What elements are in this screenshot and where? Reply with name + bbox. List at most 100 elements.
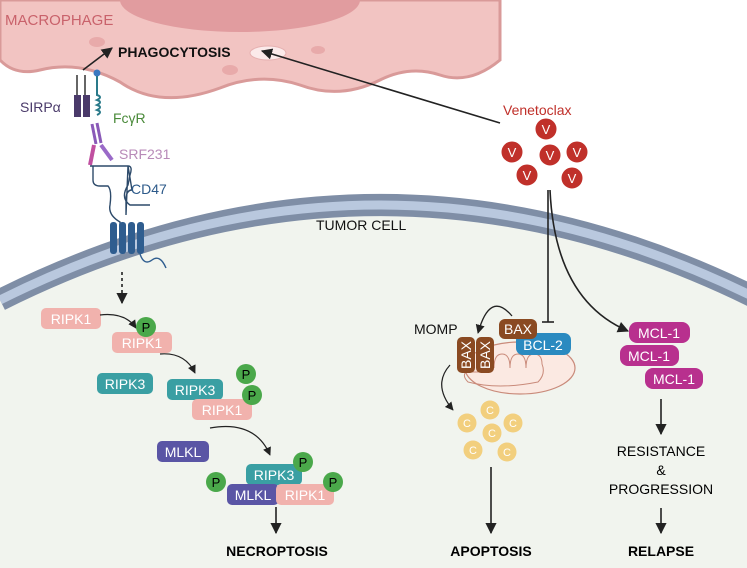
svg-text:RIPK3: RIPK3 (105, 376, 146, 392)
venetoclax-icon: V (560, 166, 584, 190)
svg-text:BCL-2: BCL-2 (523, 337, 563, 353)
phospho-icon: P (242, 385, 262, 405)
svg-text:MCL-1: MCL-1 (653, 371, 695, 387)
svg-text:C: C (463, 418, 471, 430)
tumor-cell-body (0, 205, 747, 568)
vesicle (311, 46, 325, 54)
svg-text:RIPK1: RIPK1 (51, 311, 92, 327)
svg-text:MCL-1: MCL-1 (628, 348, 670, 364)
phospho-icon: P (236, 364, 256, 384)
svg-text:RIPK3: RIPK3 (254, 467, 295, 483)
svg-text:P: P (248, 388, 257, 403)
svg-text:P: P (299, 455, 308, 470)
ripk3-box: RIPK3 (167, 379, 223, 400)
arrow (99, 313, 137, 329)
svg-text:RIPK1: RIPK1 (202, 402, 243, 418)
fcgr-label: FcγR (113, 110, 146, 126)
venetoclax-molecules: V V V V V V (500, 117, 589, 190)
svg-text:P: P (212, 475, 221, 490)
venetoclax-icon: V (500, 140, 524, 164)
phospho-icon: P (323, 472, 343, 492)
svg-text:C: C (509, 418, 517, 430)
necroptosis-label: NECROPTOSIS (226, 543, 328, 559)
cytochrome-c-icon: C (480, 400, 500, 420)
svg-text:C: C (469, 445, 477, 457)
momp-label: MOMP (414, 321, 458, 337)
cd47-loop (90, 165, 150, 206)
svg-text:V: V (508, 145, 517, 160)
svg-text:C: C (488, 428, 496, 440)
membrane-inner (0, 200, 747, 305)
svg-text:P: P (142, 320, 151, 335)
arrow-cytc-release (441, 364, 454, 411)
progression-label: PROGRESSION (609, 481, 713, 497)
svg-text:BAX: BAX (458, 340, 474, 369)
cd47-label: CD47 (131, 181, 167, 197)
svg-text:RIPK1: RIPK1 (285, 487, 326, 503)
bax-box: BAX (476, 337, 494, 373)
svg-text:MLKL: MLKL (165, 444, 202, 460)
ampersand-label: & (656, 462, 666, 478)
svg-text:V: V (546, 148, 555, 163)
relapse-label: RELAPSE (628, 543, 694, 559)
tumor-cell-label: TUMOR CELL (316, 217, 406, 233)
srf231-label: SRF231 (119, 146, 171, 162)
arrow (159, 353, 196, 374)
mcl1-box: MCL-1 (629, 322, 690, 343)
svg-text:MCL-1: MCL-1 (638, 325, 680, 341)
cytochrome-c-group: C C C C C C (457, 400, 523, 462)
venetoclax-icon: V (538, 143, 562, 167)
mcl1-box: MCL-1 (620, 345, 679, 366)
apoptosis-label: APOPTOSIS (450, 543, 531, 559)
phospho-icon: P (293, 452, 313, 472)
vesicle (222, 65, 238, 75)
cd47-transmembrane-icon (110, 222, 167, 269)
phospho-icon: P (136, 317, 156, 337)
phagocytosis-label: PHAGOCYTOSIS (118, 44, 231, 60)
cytochrome-c-icon: C (457, 413, 477, 433)
srf231-antibody-icon (88, 122, 114, 166)
svg-text:P: P (329, 475, 338, 490)
cytochrome-c-icon: C (463, 440, 483, 460)
mlkl-box: MLKL (227, 484, 279, 505)
svg-text:V: V (542, 122, 551, 137)
ripk1-box: RIPK1 (192, 399, 252, 420)
svg-text:RIPK3: RIPK3 (175, 382, 216, 398)
svg-text:C: C (486, 405, 494, 417)
svg-text:RIPK1: RIPK1 (122, 335, 163, 351)
svg-text:V: V (568, 171, 577, 186)
bax-box: BAX (457, 337, 475, 373)
ripk3-box: RIPK3 (97, 373, 153, 394)
fcgr-receptor-icon (93, 69, 101, 116)
mcl1-box: MCL-1 (645, 368, 703, 389)
venetoclax-icon: V (565, 140, 589, 164)
bax-box: BAX (499, 319, 537, 339)
arrow-sirpa-phagocytosis (82, 47, 113, 71)
svg-text:BAX: BAX (477, 340, 493, 369)
ripk1-box: RIPK1 (41, 308, 101, 329)
venetoclax-icon: V (515, 163, 539, 187)
svg-text:MLKL: MLKL (235, 487, 272, 503)
svg-text:BAX: BAX (504, 321, 533, 337)
svg-text:C: C (503, 447, 511, 459)
macrophage-body (0, 0, 502, 100)
ripk1-box: RIPK1 (112, 332, 172, 353)
mlkl-box: MLKL (157, 441, 209, 462)
cytochrome-c-icon: C (497, 442, 517, 462)
vesicle (89, 37, 105, 47)
arrow-to-mcl1 (549, 189, 630, 333)
macrophage-label: MACROPHAGE (5, 12, 113, 29)
ripk1-box: RIPK1 (276, 484, 334, 505)
svg-text:V: V (523, 168, 532, 183)
macrophage-nucleus (120, 0, 360, 32)
venetoclax-label: Venetoclax (503, 102, 572, 118)
cytochrome-c-icon: C (482, 423, 502, 443)
phospho-icon: P (206, 472, 226, 492)
phospho-icons: P P P P P P (136, 317, 343, 492)
arrow-venetoclax-phagocytosis (260, 48, 501, 124)
venetoclax-icon: V (534, 117, 558, 141)
ripk3-box: RIPK3 (246, 464, 302, 485)
arrow-momp (475, 305, 513, 334)
sirpa-receptor-icon (74, 75, 90, 117)
